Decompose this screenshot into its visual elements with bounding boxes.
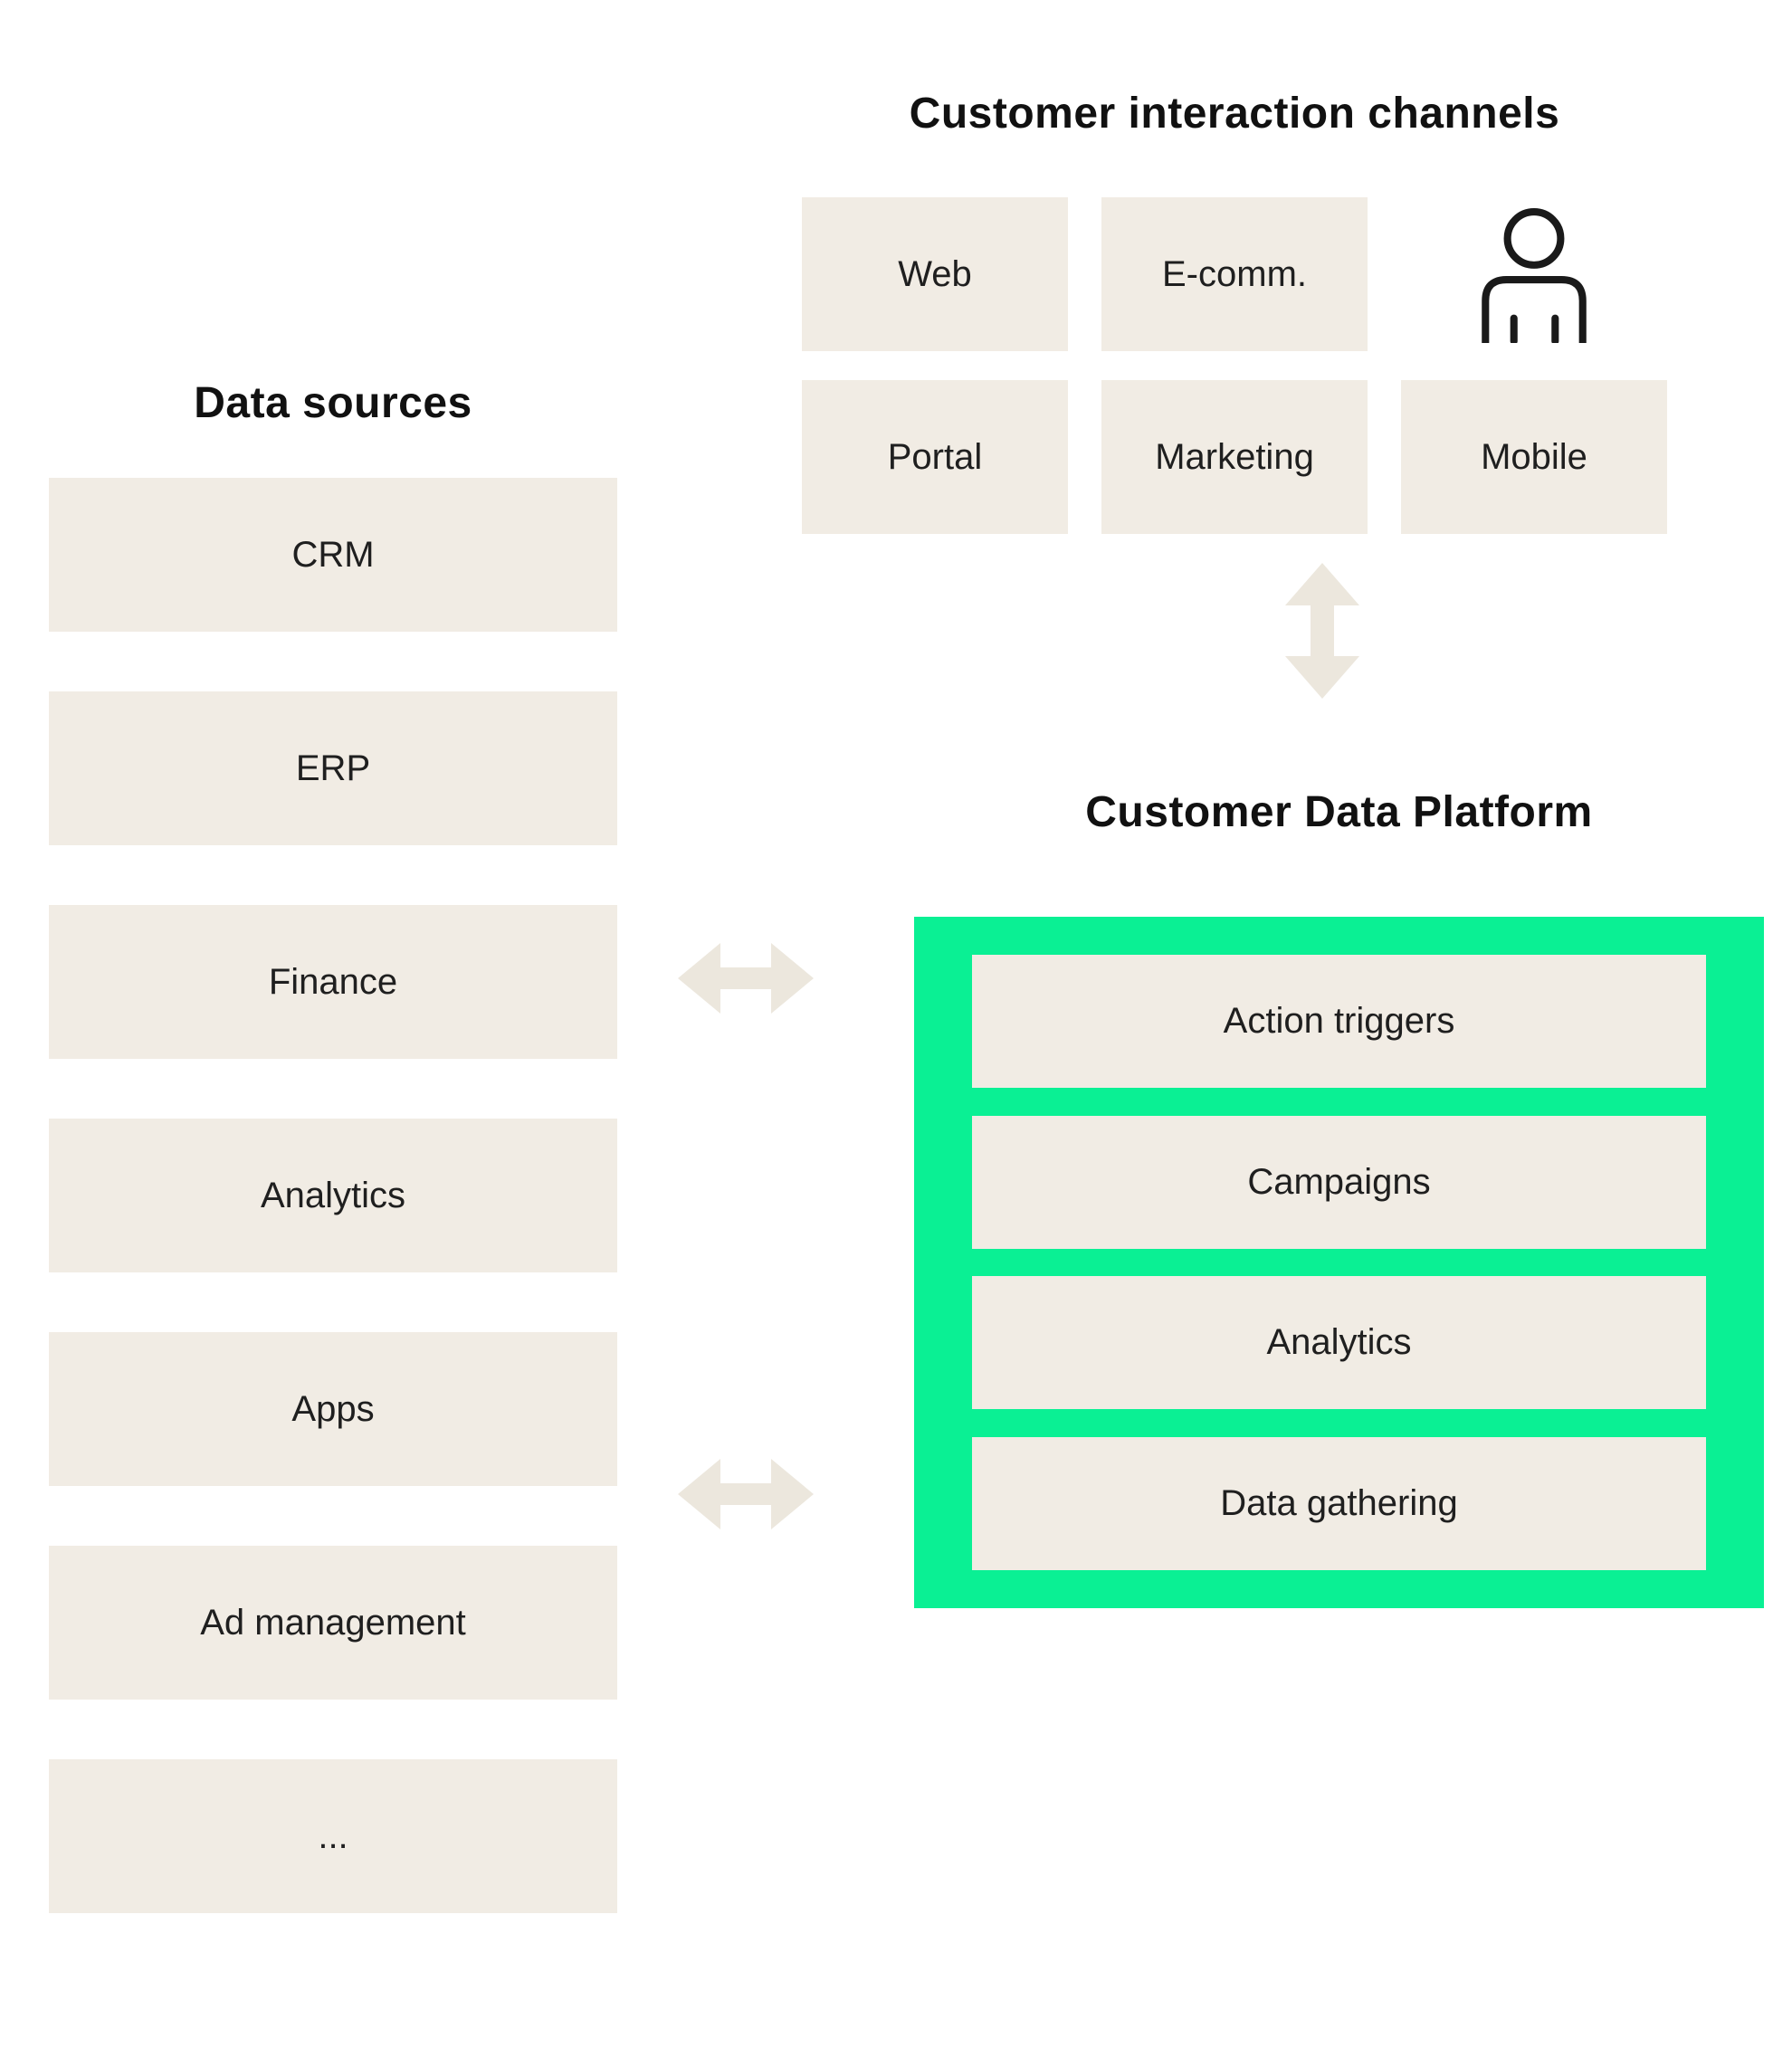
platform-title: Customer Data Platform bbox=[1085, 788, 1593, 836]
channel-node-ecomm: E-comm. bbox=[1101, 197, 1368, 351]
vertical-double-arrow-icon bbox=[1285, 563, 1359, 699]
platform-container: Action triggers Campaigns Analytics Data… bbox=[914, 917, 1764, 1608]
horizontal-double-arrow-top-icon bbox=[678, 943, 814, 1014]
channel-node-portal: Portal bbox=[802, 380, 1068, 534]
platform-module-action-triggers: Action triggers bbox=[972, 955, 1706, 1088]
data-source-node-analytics: Analytics bbox=[49, 1119, 617, 1272]
data-source-node-apps: Apps bbox=[49, 1332, 617, 1486]
data-source-node-finance: Finance bbox=[49, 905, 617, 1059]
data-sources-list: CRM ERP Finance Analytics Apps Ad manage… bbox=[49, 478, 617, 1913]
horizontal-double-arrow-bottom-icon bbox=[678, 1459, 814, 1529]
data-source-node-erp: ERP bbox=[49, 691, 617, 845]
channel-node-web: Web bbox=[802, 197, 1068, 351]
channel-node-marketing: Marketing bbox=[1101, 380, 1368, 534]
person-outline-icon bbox=[1482, 208, 1587, 343]
platform-section: Customer Data Platform Action triggers C… bbox=[914, 789, 1764, 1608]
platform-module-data-gathering: Data gathering bbox=[972, 1436, 1706, 1570]
customer-figure-cell bbox=[1401, 197, 1667, 351]
data-sources-section: Data sources CRM ERP Finance Analytics A… bbox=[49, 380, 617, 1913]
platform-module-analytics: Analytics bbox=[972, 1276, 1706, 1410]
channels-section: Customer interaction channels Web E-comm… bbox=[802, 90, 1667, 534]
data-source-node-crm: CRM bbox=[49, 478, 617, 632]
data-source-node-ad-management: Ad management bbox=[49, 1546, 617, 1700]
data-source-node-more: ... bbox=[49, 1759, 617, 1913]
channels-grid: Web E-comm. Portal Marketing Mobile bbox=[802, 197, 1667, 534]
data-sources-title: Data sources bbox=[194, 379, 472, 427]
channel-node-mobile: Mobile bbox=[1401, 380, 1667, 534]
platform-module-campaigns: Campaigns bbox=[972, 1115, 1706, 1249]
channels-title: Customer interaction channels bbox=[909, 90, 1560, 138]
